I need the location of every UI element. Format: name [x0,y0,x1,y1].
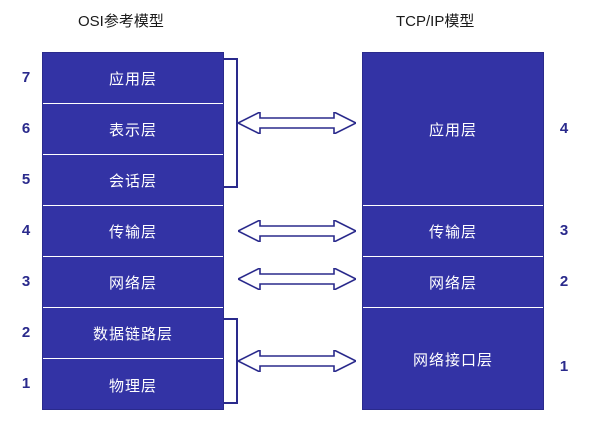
tcpip-stack: 应用层 传输层 网络层 网络接口层 [362,52,544,410]
osi-number-2: 2 [21,324,31,341]
osi-number-5: 5 [21,171,31,188]
osi-number-7: 7 [21,69,31,86]
tcpip-number-2: 2 [559,273,569,290]
osi-stack: 应用层 表示层 会话层 传输层 网络层 数据链路层 物理层 [42,52,224,410]
brace-lower-layers [224,318,238,404]
tcpip-number-1: 1 [559,358,569,375]
osi-layer-transport: 传输层 [43,206,223,257]
osi-layer-application: 应用层 [43,53,223,104]
osi-number-1: 1 [21,375,31,392]
osi-layer-datalink: 数据链路层 [43,308,223,359]
arrow-link-mapping [238,350,356,372]
osi-number-6: 6 [21,120,31,137]
tcpip-model-title: TCP/IP模型 [396,13,475,30]
tcpip-number-3: 3 [559,222,569,239]
arrow-application-mapping [238,112,356,134]
osi-layer-presentation: 表示层 [43,104,223,155]
osi-number-3: 3 [21,273,31,290]
tcpip-number-4: 4 [559,120,569,137]
brace-upper-layers [224,58,238,188]
tcpip-layer-transport: 传输层 [363,206,543,257]
tcpip-layer-network-interface: 网络接口层 [412,352,493,369]
tcpip-layer-application: 应用层 [363,53,543,206]
osi-number-4: 4 [21,222,31,239]
tcpip-layer-network: 网络层 [363,257,543,308]
osi-model-title: OSI参考模型 [78,13,164,30]
osi-layer-network: 网络层 [43,257,223,308]
osi-layer-session: 会话层 [43,155,223,206]
osi-layer-physical: 物理层 [108,377,157,395]
arrow-transport-mapping [238,220,356,242]
arrow-network-mapping [238,268,356,290]
